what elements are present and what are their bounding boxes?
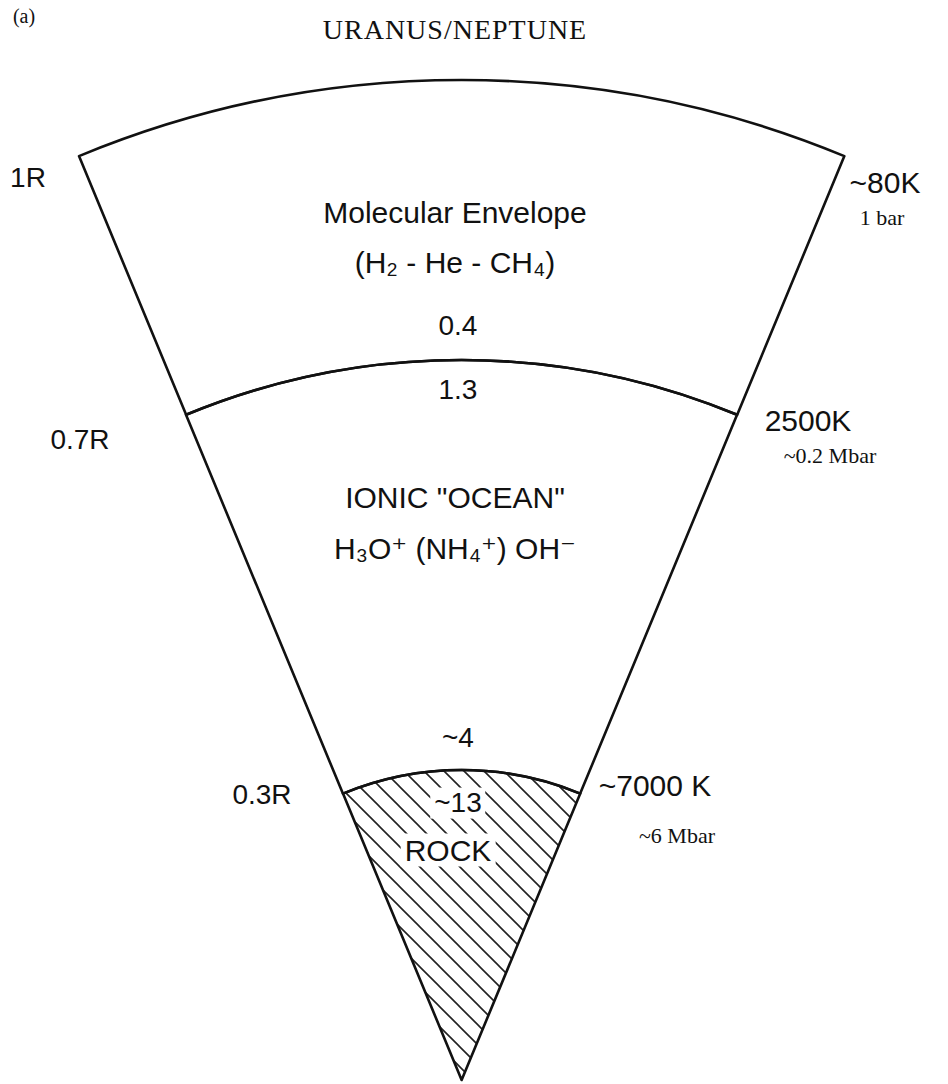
layer-text: 0.4 <box>439 311 478 342</box>
layer-band: 1.3IONIC "OCEAN" H₃O⁺ (NH₄⁺) OH⁻ ~4 <box>182 356 741 798</box>
annotation-label: 0.3R <box>232 780 291 811</box>
layer-text: (H₂ - He - CH₄) <box>355 246 556 279</box>
annotation-label: ~7000 K <box>599 769 712 802</box>
layer-band: ~13ROCK <box>339 766 584 1084</box>
layer-boundary <box>186 360 737 794</box>
annotation-label: 1R <box>10 163 46 194</box>
layer-text: Molecular Envelope <box>323 196 586 229</box>
diagram-title: URANUS/NEPTUNE <box>323 15 587 46</box>
annotation-label: ~80K <box>850 166 921 199</box>
layer-boundary <box>79 80 844 415</box>
layer-text: ROCK <box>401 834 496 867</box>
annotation-label: 2500K <box>765 404 852 437</box>
annotation-label: 1 bar <box>860 206 905 230</box>
layer-band: Molecular Envelope (H₂ - He - CH₄) 0.4 <box>75 76 848 419</box>
annotation-label: ~6 Mbar <box>639 824 715 848</box>
layer-text: ~4 <box>442 723 474 754</box>
annotation-label: 0.7R <box>50 425 109 456</box>
annotation-label: (a) <box>13 5 35 27</box>
layer-text: IONIC "OCEAN" <box>345 481 565 514</box>
layer-text: ~13 <box>430 788 486 819</box>
layer-text: 1.3 <box>439 375 478 406</box>
layer-text: H₃O⁺ (NH₄⁺) OH⁻ <box>334 532 576 565</box>
layer-boundary <box>343 770 580 1080</box>
annotation-label: ~0.2 Mbar <box>784 444 877 468</box>
